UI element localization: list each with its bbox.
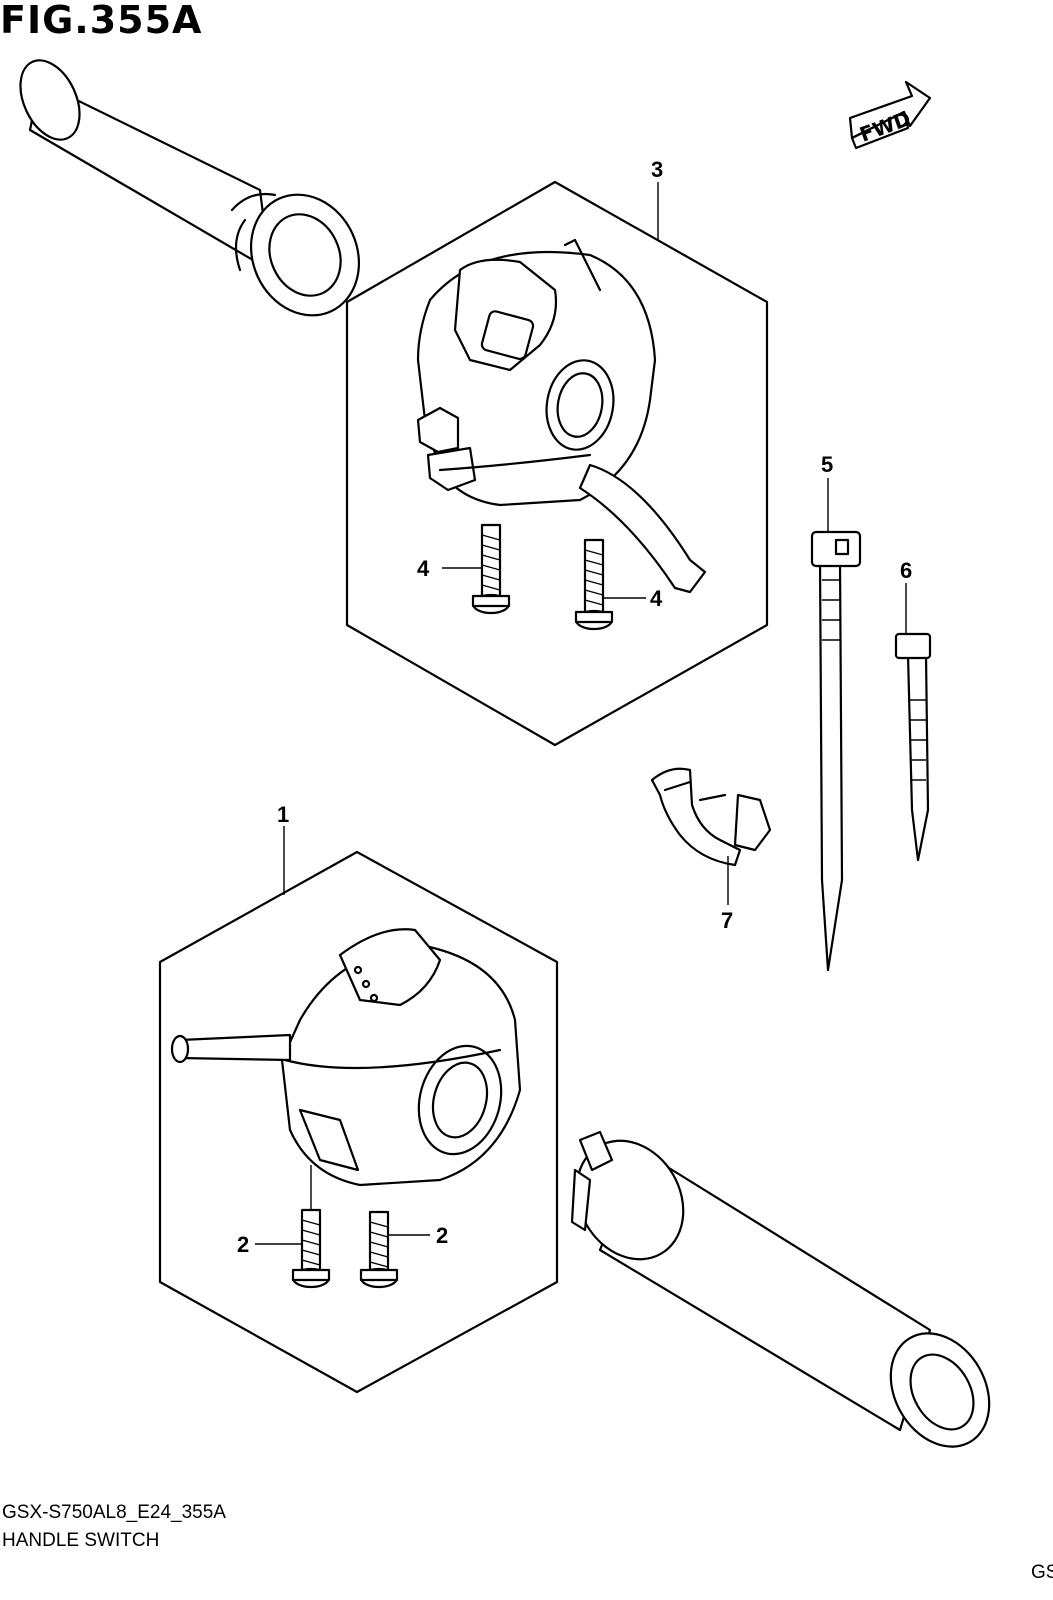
callout-4-left: 4 [417,556,430,581]
callout-2-right: 2 [436,1223,448,1248]
cable-tie-6 [894,632,932,862]
assembly-3-outline [345,180,769,747]
clamp-7 [650,767,772,867]
diagram-name: HANDLE SWITCH [2,1530,160,1551]
callout-5: 5 [821,452,833,477]
cable-tie-5 [810,530,862,972]
callout-7: 7 [721,908,733,933]
callout-1: 1 [277,802,289,827]
fwd-direction-badge: FWD [848,80,932,150]
screw-2-left [291,1208,331,1289]
corner-label: GS [1031,1562,1053,1583]
screw-2-right [359,1210,399,1289]
callout-2-left: 2 [237,1232,249,1257]
assembly-1-outline [158,850,559,1394]
figure-title: FIG.355A [0,0,203,42]
left-handle-switch [170,928,522,1187]
callout-4-right: 4 [650,586,663,611]
callout-3: 3 [651,157,663,182]
left-handle-grip [19,59,361,317]
right-throttle-grip [570,1130,991,1448]
leader-lines [255,182,907,1245]
diagram-code: GSX-S750AL8_E24_355A [2,1502,226,1523]
screw-4-right [574,538,614,631]
callout-6: 6 [900,558,912,583]
screw-4-left [471,523,511,615]
right-handle-switch [416,238,707,594]
